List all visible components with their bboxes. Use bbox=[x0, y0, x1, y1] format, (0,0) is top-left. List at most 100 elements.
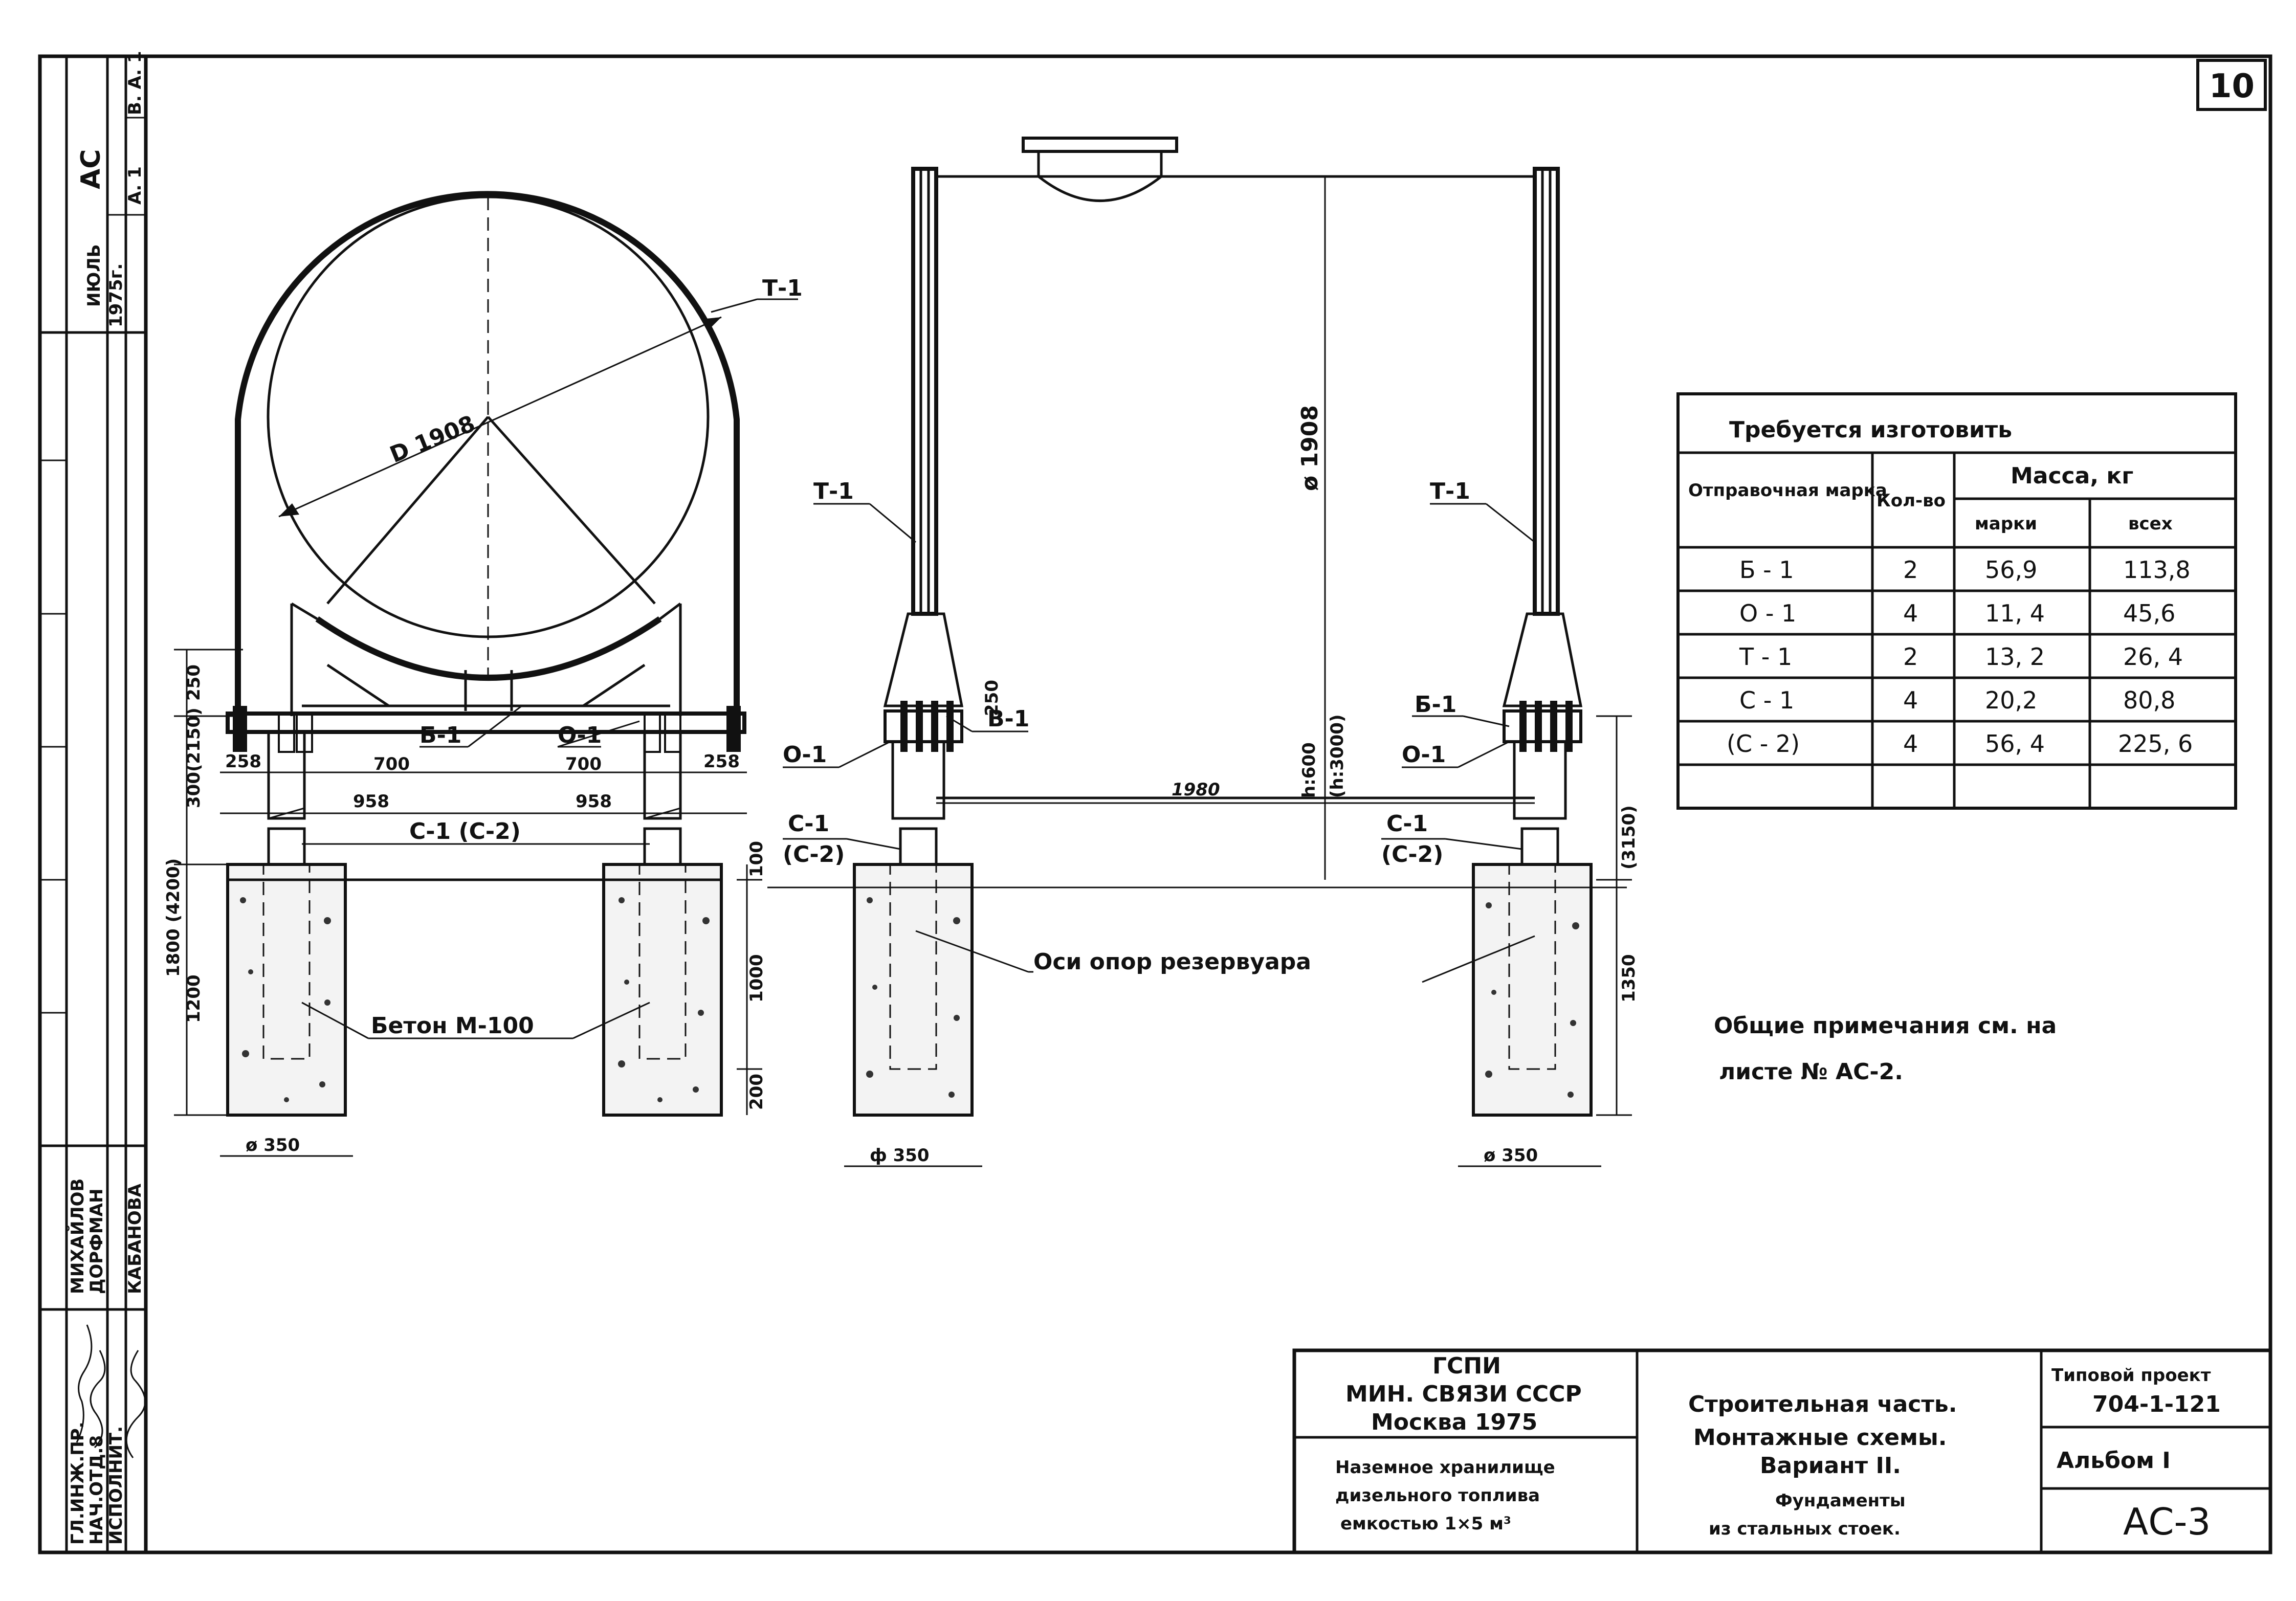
phi-350-side-left: ф 350 bbox=[870, 1145, 930, 1166]
row4-m1: 20,2 bbox=[1985, 686, 2037, 714]
object-line-2: дизельного топлива bbox=[1335, 1485, 1540, 1506]
label-c2-side-right: (С-2) bbox=[1381, 841, 1443, 868]
signature-3 bbox=[125, 1350, 146, 1458]
dim-700-b: 700 bbox=[565, 754, 602, 774]
object-line-1: Наземное хранилище bbox=[1335, 1457, 1555, 1478]
label-c1-side-right: С-1 bbox=[1386, 811, 1428, 837]
role-executor: ИСПОЛНИТ. bbox=[106, 1426, 126, 1545]
row5-m2: 225, 6 bbox=[2118, 730, 2193, 758]
row4-mark: С - 1 bbox=[1739, 686, 1794, 714]
part-line-3: Вариант II. bbox=[1760, 1453, 1901, 1479]
label-b1-side-right: Б-1 bbox=[1415, 692, 1456, 718]
post-t1-left bbox=[911, 167, 938, 616]
post-t1-right bbox=[1533, 167, 1560, 616]
note-line-1: Общие примечания см. на bbox=[1714, 1013, 2057, 1039]
table-row: С - 1 4 20,2 80,8 bbox=[1739, 686, 2175, 714]
row2-m2: 45,6 bbox=[2123, 599, 2175, 627]
gusset-right bbox=[1502, 612, 1583, 707]
label-o1-side-left: О-1 bbox=[783, 742, 827, 768]
part-line-1: Строительная часть. bbox=[1688, 1391, 1957, 1417]
manhole-dome bbox=[1037, 151, 1163, 202]
foundation-side-left bbox=[853, 863, 974, 1117]
row1-m2: 113,8 bbox=[2123, 556, 2191, 584]
label-o1-side-right: О-1 bbox=[1402, 742, 1446, 768]
label-c2-side-left: (С-2) bbox=[783, 841, 845, 868]
table-row: О - 1 4 11, 4 45,6 bbox=[1739, 599, 2175, 627]
dim-1000-left: 1000 bbox=[746, 954, 767, 1003]
col-mass-mark: марки bbox=[1975, 514, 2037, 534]
col-mass-all: всех bbox=[2128, 514, 2173, 534]
left-view: D 1908 Т-1 Б-1 О-1 С-1 (С-2) Бетон М-100… bbox=[163, 191, 803, 1157]
object-line-3: емкостью 1×5 м³ bbox=[1340, 1514, 1511, 1534]
org-gspi: ГСПИ bbox=[1432, 1353, 1501, 1379]
note-line-2: листе № АС-2. bbox=[1719, 1059, 1903, 1085]
foundation-side-right bbox=[1472, 863, 1593, 1117]
album-label: Альбом I bbox=[2057, 1448, 2171, 1474]
bolt-group-left bbox=[233, 706, 741, 753]
signature-2 bbox=[90, 1350, 106, 1449]
row2-m1: 11, 4 bbox=[1985, 599, 2045, 627]
label-b1-side-left: В-1 bbox=[987, 706, 1029, 732]
manhole-flange bbox=[1022, 137, 1178, 153]
row2-mark: О - 1 bbox=[1739, 599, 1796, 627]
side-diameter: ø 1908 bbox=[1297, 405, 1323, 491]
name-dorfman: ДОРФМАН bbox=[86, 1189, 107, 1294]
org-city: Москва 1975 bbox=[1371, 1409, 1537, 1435]
stamp-va1: В. А. 1 bbox=[125, 51, 145, 115]
sheet-number-box bbox=[2196, 59, 2267, 111]
dim-3150: (3150) bbox=[1619, 805, 1639, 870]
dim-200-left: 200 bbox=[746, 1074, 767, 1110]
table-row: Т - 1 2 13, 2 26, 4 bbox=[1739, 643, 2183, 671]
label-t1-side-left: Т-1 bbox=[813, 478, 854, 504]
post-c1-left-a bbox=[267, 730, 306, 820]
dim-1980: 1980 bbox=[1172, 780, 1220, 800]
org-ministry: МИН. СВЯЗИ СССР bbox=[1345, 1381, 1582, 1407]
role-dept-head: НАЧ.ОТД.8 bbox=[86, 1435, 107, 1545]
dim-700-a: 700 bbox=[373, 754, 410, 774]
col-qty: Кол-во bbox=[1876, 491, 1946, 511]
row5-mark: (С - 2) bbox=[1727, 730, 1800, 758]
label-axes: Оси опор резервуара bbox=[1033, 949, 1311, 975]
table-row: (С - 2) 4 56, 4 225, 6 bbox=[1727, 730, 2193, 758]
strap-t1-left bbox=[235, 191, 740, 721]
spec-table: Требуется изготовить Отправочная марка К… bbox=[1676, 392, 2237, 810]
saddle-b1 bbox=[315, 616, 662, 681]
diameter-label-left: D 1908 bbox=[386, 411, 479, 469]
dim-258-a: 258 bbox=[225, 751, 261, 772]
label-beton: Бетон М-100 bbox=[371, 1013, 534, 1039]
base-beam bbox=[226, 711, 746, 734]
project-label: Типовой проект bbox=[2051, 1365, 2211, 1386]
row1-m1: 56,9 bbox=[1985, 556, 2037, 584]
table-title: Требуется изготовить bbox=[1729, 417, 2012, 443]
dim-1350: 1350 bbox=[1619, 954, 1639, 1003]
phi-350-left-view: ø 350 bbox=[246, 1135, 300, 1155]
dim-100-left: 100 bbox=[746, 841, 767, 877]
row5-m1: 56, 4 bbox=[1985, 730, 2045, 758]
row3-qty: 2 bbox=[1903, 643, 1918, 671]
dim-h600: h:600 bbox=[1299, 742, 1319, 798]
name-kabanova: КАБАНОВА bbox=[125, 1183, 145, 1294]
dim-h3000: (h:3000) bbox=[1327, 714, 1348, 798]
row3-m1: 13, 2 bbox=[1985, 643, 2045, 671]
part-line-2: Монтажные схемы. bbox=[1693, 1425, 1947, 1451]
title-block: ГСПИ МИН. СВЯЗИ СССР Москва 1975 Наземно… bbox=[1292, 1348, 2272, 1554]
side-view: ø 1908 h:600 (h:3000) 1980 250 (3150) 13… bbox=[767, 137, 1639, 1167]
dim-250-side: 250 bbox=[982, 680, 1002, 716]
table-row: Б - 1 2 56,9 113,8 bbox=[1739, 556, 2191, 584]
dim-958-a: 958 bbox=[353, 791, 389, 812]
vertical-stamp: АС ИЮЛЬ 1975г. А. 1 В. А. 1 ГЛ.ИНЖ.ПР. Н… bbox=[67, 51, 146, 1545]
foundation-left-a bbox=[226, 863, 347, 1117]
phi-350-side-right: ø 350 bbox=[1484, 1145, 1538, 1166]
label-c1-side-left: С-1 bbox=[788, 811, 829, 837]
row3-m2: 26, 4 bbox=[2123, 643, 2183, 671]
name-mikhailov: МИХАЙЛОВ bbox=[67, 1178, 88, 1294]
dim-958-b: 958 bbox=[576, 791, 612, 812]
stamp-month: ИЮЛЬ bbox=[84, 244, 104, 307]
dim-250-left: 250 bbox=[184, 664, 204, 701]
part-line-5: из стальных стоек. bbox=[1709, 1519, 1901, 1539]
stamp-year: 1975г. bbox=[106, 263, 126, 327]
foundation-left-b bbox=[602, 863, 723, 1117]
stamp-a1: А. 1 bbox=[125, 166, 145, 205]
stamp-ac: АС bbox=[76, 149, 106, 189]
sheet-number: 10 bbox=[2209, 68, 2255, 105]
